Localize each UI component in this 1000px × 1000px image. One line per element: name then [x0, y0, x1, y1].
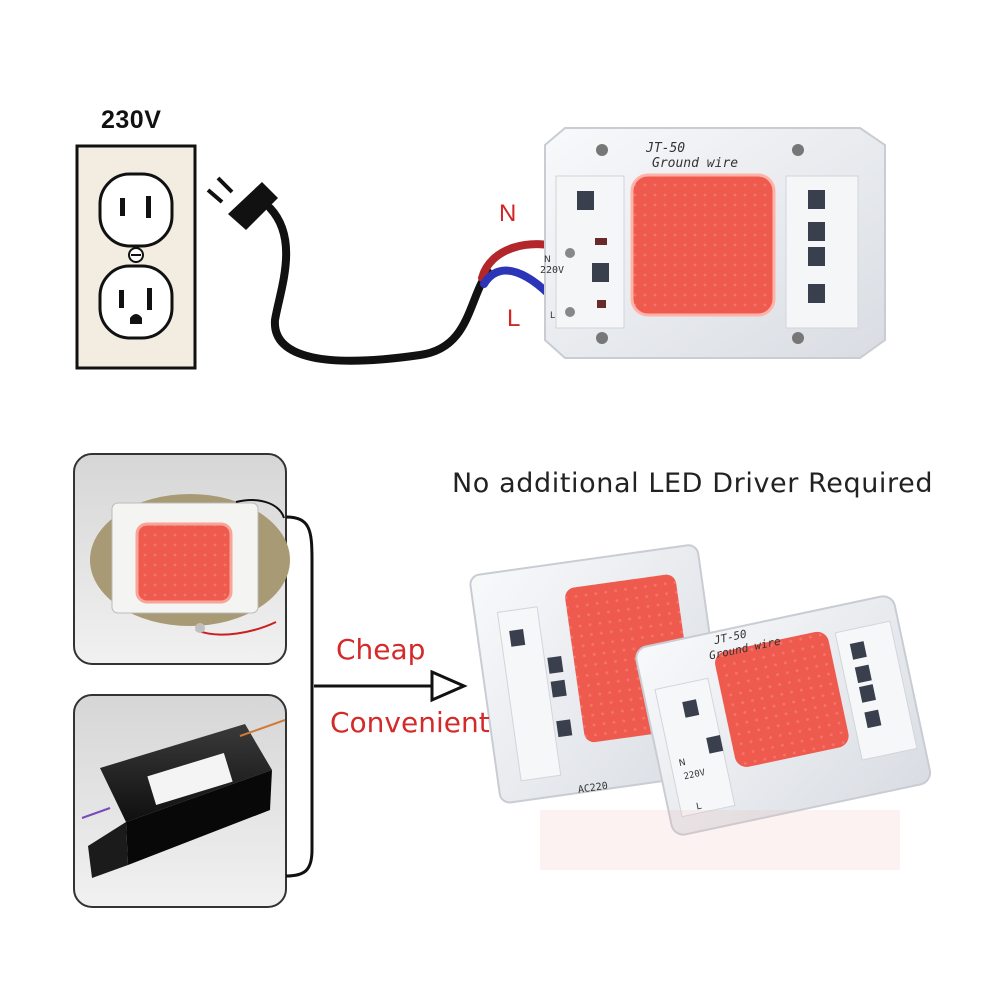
driver-box-icon	[73, 694, 287, 908]
led-with-driver-photo	[73, 453, 290, 665]
headline: No additional LED Driver Required	[452, 468, 934, 499]
chip-top-pin-n: N	[544, 255, 551, 265]
led-chip-back: AC220	[469, 544, 729, 804]
supply-voltage-label: 230V	[101, 106, 162, 134]
led-chip-front: JT-50 Ground wire 220V N L	[635, 595, 932, 836]
wall-outlet-icon	[75, 144, 197, 370]
chip-front-pin-l: L	[695, 802, 702, 813]
chip-front-pin-n: N	[678, 758, 687, 769]
chip-front-rating: 220V	[683, 768, 707, 782]
led-chip-icon: JT-50 Ground wire 220V N L	[540, 127, 886, 359]
benefit-cheap: Cheap	[336, 633, 426, 666]
wire-neutral-label: N	[499, 200, 517, 227]
chip-top-model: JT-50	[645, 141, 685, 156]
arrow-right-icon	[285, 515, 468, 878]
chip-back-rating: AC220	[577, 781, 608, 796]
chip-top-note: Ground wire	[652, 156, 738, 171]
chip-top-pin-l: L	[550, 311, 555, 321]
plug-icon	[206, 176, 492, 365]
wire-live-label: L	[507, 305, 521, 332]
chip-top-rating: 220V	[540, 265, 564, 276]
chip-reflection	[540, 810, 900, 870]
benefit-convenient: Convenient	[330, 706, 490, 739]
